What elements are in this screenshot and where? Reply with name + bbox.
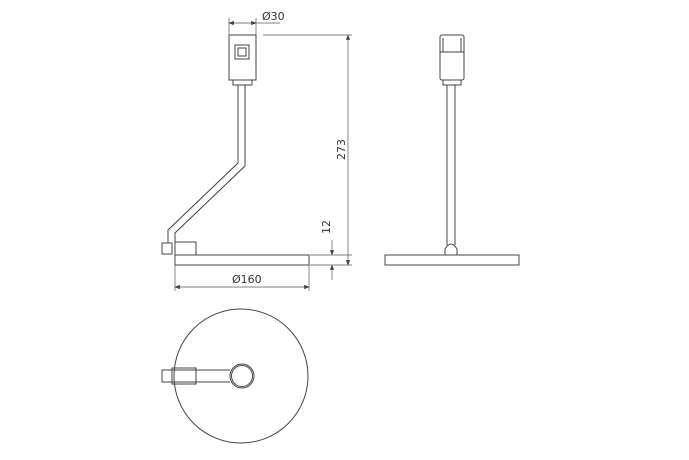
side-view — [384, 34, 520, 266]
stem-right-edge — [174, 85, 246, 243]
side-lamp-holder — [439, 34, 465, 81]
base-height-label: 12 — [320, 220, 333, 234]
holder-diameter-label: Ø30 — [262, 10, 285, 23]
front-view — [161, 34, 310, 266]
top-stem-end-cap — [161, 369, 173, 383]
top-holder-ring-inner — [231, 365, 253, 387]
base-plate — [174, 254, 310, 266]
holder-collar — [232, 79, 253, 86]
top-mount-block — [171, 367, 197, 385]
side-holder-clips — [442, 38, 462, 52]
stem-end-cap — [161, 242, 173, 255]
top-base-disc — [173, 308, 309, 444]
base-mount-block — [174, 241, 197, 256]
side-stem-joint — [444, 243, 458, 255]
total-height-label: 273 — [335, 139, 348, 160]
holder-switch-inner — [237, 47, 247, 57]
dimension-lines: Ø30 273 12 Ø160 — [174, 10, 352, 291]
stem-left-edge — [167, 85, 239, 243]
lamp-holder — [228, 34, 257, 81]
top-stem-arm — [172, 369, 230, 383]
top-holder-ring-outer — [229, 363, 255, 389]
side-collar — [442, 79, 462, 86]
base-diameter-label: Ø160 — [232, 273, 262, 286]
holder-switch — [234, 44, 250, 60]
top-view — [161, 308, 309, 444]
side-base-plate — [384, 254, 520, 266]
